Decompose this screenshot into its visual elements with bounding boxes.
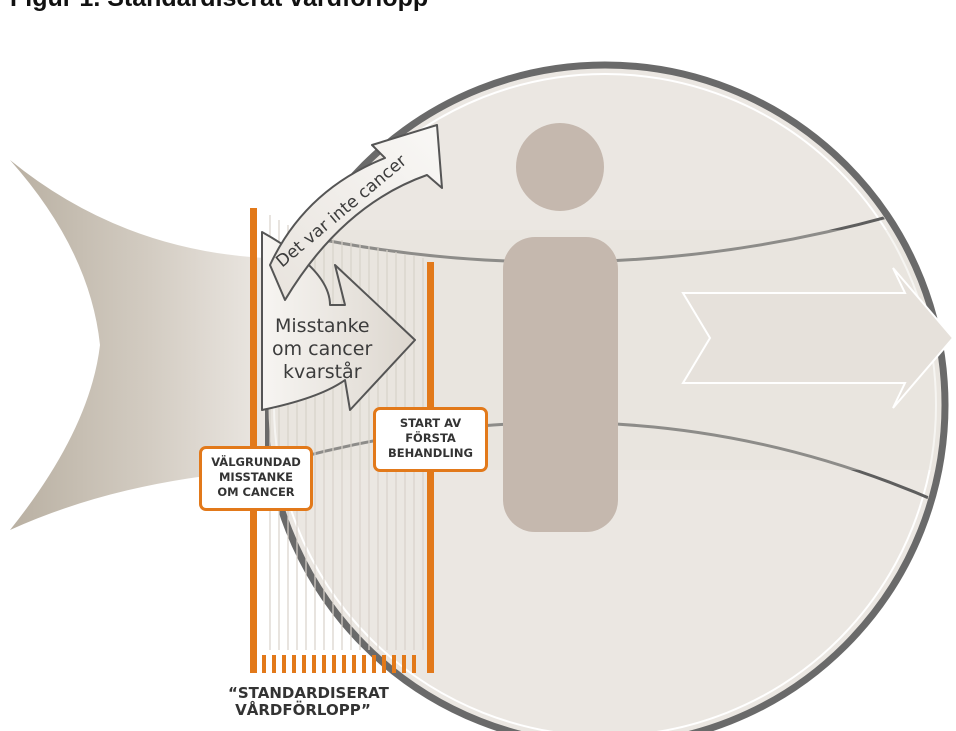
remain-label-line-1: Misstanke bbox=[275, 315, 370, 337]
treatment-box-line-3: BEHANDLING bbox=[376, 446, 485, 461]
suspicion-box-line-1: VÄLGRUNDAD bbox=[202, 455, 310, 470]
bottom-label-line-2: VÅRDFÖRLOPP” bbox=[228, 702, 378, 719]
person-body bbox=[503, 237, 618, 532]
remain-label-line-3: kvarstår bbox=[283, 360, 362, 383]
person-head bbox=[516, 123, 604, 211]
treatment-box-line-1: START AV bbox=[376, 416, 485, 431]
start-bar bbox=[250, 208, 257, 673]
standardized-pathway-label: “STANDARDISERAT VÅRDFÖRLOPP” bbox=[228, 685, 378, 719]
remain-label-line-2: om cancer bbox=[272, 338, 372, 360]
suspicion-box: VÄLGRUNDAD MISSTANKE OM CANCER bbox=[199, 446, 313, 511]
timeline-ticks bbox=[262, 655, 416, 673]
bottom-label-line-1: “STANDARDISERAT bbox=[228, 685, 378, 702]
treatment-box-line-2: FÖRSTA bbox=[376, 431, 485, 446]
suspicion-box-line-2: MISSTANKE bbox=[202, 470, 310, 485]
treatment-box: START AV FÖRSTA BEHANDLING bbox=[373, 407, 488, 472]
suspicion-box-line-3: OM CANCER bbox=[202, 485, 310, 500]
